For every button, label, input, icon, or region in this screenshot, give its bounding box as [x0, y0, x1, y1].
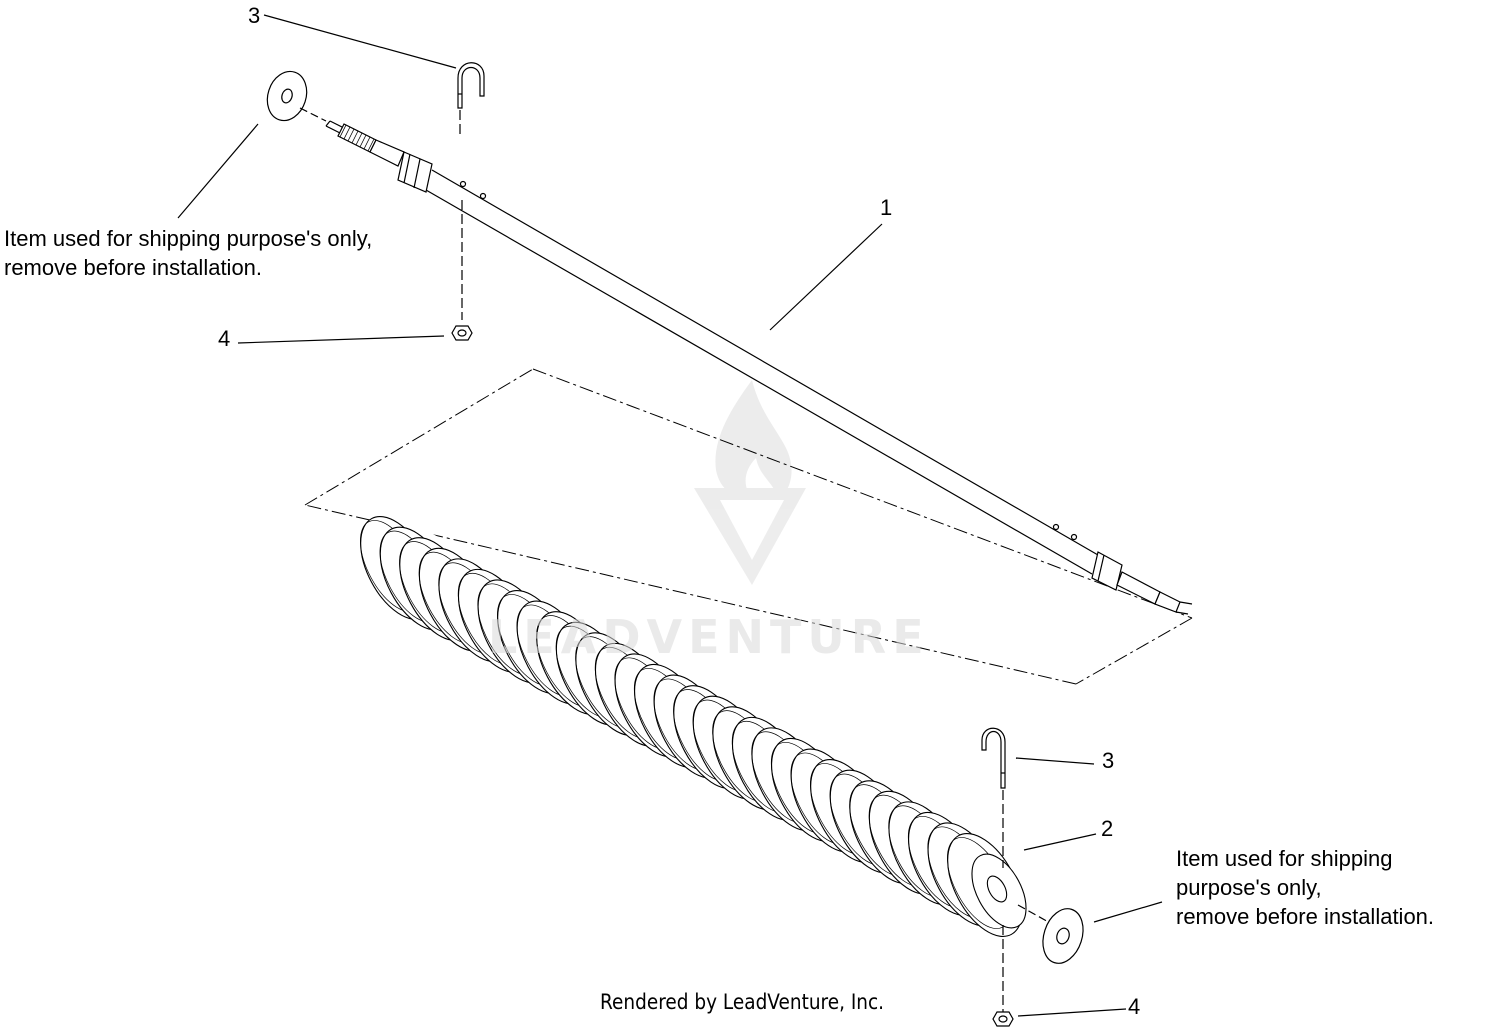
roller-bore	[986, 875, 1008, 903]
shaft-part	[325, 120, 1193, 615]
hook-bolt-top	[457, 62, 485, 320]
leader-4-bottom	[1017, 1008, 1127, 1017]
note-line: remove before installation.	[4, 255, 263, 280]
callout-4-top: 4	[218, 326, 231, 351]
shipping-note-top-left: Item used for shipping purpose's only, r…	[4, 224, 372, 282]
callout-1: 1	[880, 195, 893, 220]
shipping-washer-top	[266, 70, 327, 122]
note-line: Item used for shipping	[1176, 846, 1393, 871]
note-line: purpose's only,	[1176, 875, 1322, 900]
leader-note-top-left	[177, 123, 259, 219]
callout-4-bottom: 4	[1128, 994, 1141, 1019]
leader-3-top	[263, 14, 457, 69]
watermark-logo	[694, 380, 806, 585]
rendered-by-footer: Rendered by LeadVenture, Inc.	[600, 990, 885, 1014]
leader-3-bottom	[1015, 757, 1095, 765]
watermark-text: LEADVENTURE	[488, 610, 930, 664]
nut-top	[451, 325, 473, 341]
hook-bolt-bottom	[981, 727, 1006, 1024]
leader-4-top	[237, 335, 445, 344]
callout-3-top: 3	[248, 3, 261, 28]
leader-2	[1023, 833, 1097, 851]
note-line: Item used for shipping purpose's only,	[4, 226, 373, 251]
shipping-washer-bottom	[1017, 904, 1084, 964]
note-line: remove before installation.	[1176, 904, 1435, 929]
callout-2: 2	[1101, 816, 1114, 841]
callout-3-bottom: 3	[1102, 748, 1115, 773]
spiral-roller-part	[360, 510, 1027, 947]
shipping-note-bottom-right: Item used for shipping purpose's only, r…	[1176, 844, 1434, 931]
leader-1	[769, 223, 883, 331]
leader-note-bottom-right	[1093, 901, 1163, 923]
nut-bottom	[992, 1011, 1014, 1027]
leader-lines	[177, 14, 1163, 1017]
